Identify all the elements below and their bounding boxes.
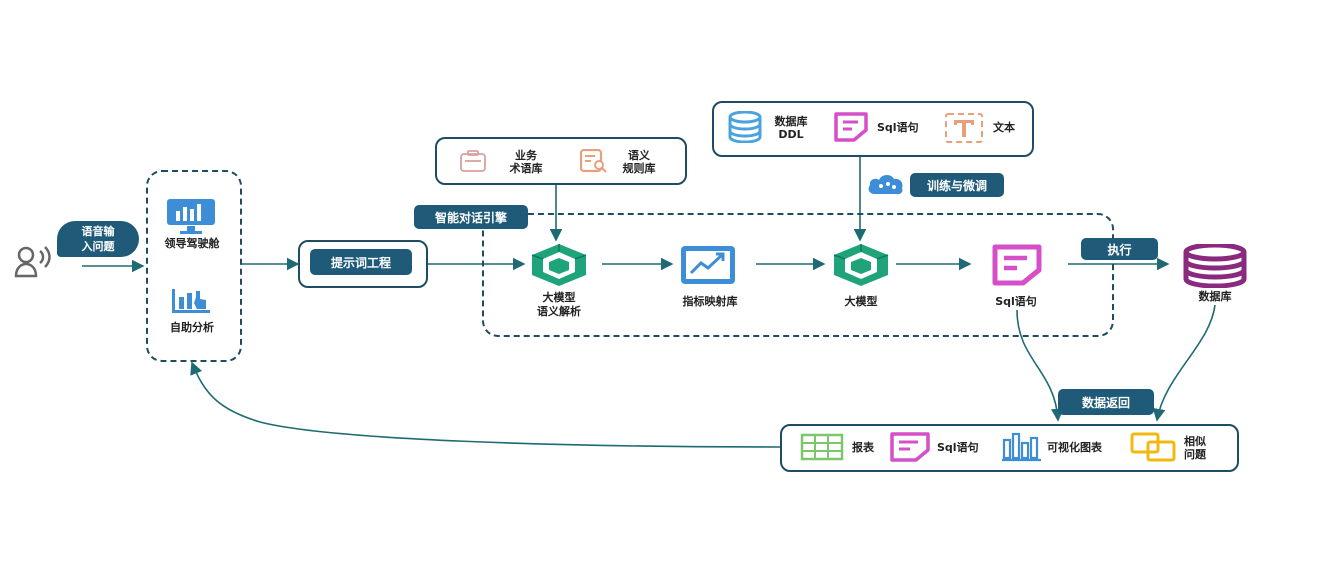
- business-terms-line2: 术语库: [509, 162, 543, 175]
- voice-bubble-line1: 语音输: [81, 225, 115, 238]
- voice-bubble: [57, 221, 139, 257]
- self-analysis-label: 自助分析: [170, 321, 214, 334]
- business-terms-line1: 业务: [515, 149, 537, 162]
- dashboard-monitor-icon[interactable]: [166, 198, 216, 236]
- database-ddl-line2: DDL: [778, 128, 804, 141]
- training-data-box: [712, 101, 1034, 157]
- output-sql-icon: [890, 432, 930, 462]
- output-report-label: 报表: [852, 441, 874, 454]
- viz-chart-icon: [1002, 432, 1041, 462]
- business-terms-icon: [460, 150, 486, 172]
- llm-parse-line2: 语义解析: [537, 305, 581, 318]
- cloud-training-icon: [868, 174, 903, 195]
- llm-parse-cube-icon: [531, 244, 587, 286]
- sql-doc-icon: [834, 112, 868, 142]
- similar-question-line1: 相似: [1184, 435, 1206, 448]
- self-analysis-icon[interactable]: [170, 287, 214, 315]
- text-icon: [945, 113, 983, 143]
- metric-mapping-label: 指标映射库: [682, 295, 738, 308]
- similar-question-line2: 问题: [1184, 448, 1206, 461]
- train-finetune-tag: 训练与微调: [910, 173, 1004, 197]
- voice-user-icon: [14, 246, 51, 278]
- output-viz-label: 可视化图表: [1047, 441, 1102, 454]
- llm-cube-icon: [833, 244, 889, 286]
- arrow-sql-to-output: [1016, 309, 1064, 422]
- database-label: 数据库: [1198, 290, 1232, 303]
- voice-bubble-line2: 入问题: [81, 240, 115, 253]
- semantic-rules-line1: 语义: [628, 149, 650, 162]
- report-table-icon: [800, 433, 844, 461]
- similar-question-icon: [1130, 432, 1176, 462]
- training-text-label: 文本: [993, 121, 1015, 134]
- prompt-engineering-label[interactable]: 提示词工程: [310, 249, 412, 275]
- database-ddl-line1: 数据库: [774, 115, 808, 128]
- arrow-output-to-panel: [190, 361, 781, 448]
- llm-label: 大模型: [844, 295, 878, 308]
- sql-statement-label: Sql语句: [995, 295, 1037, 308]
- dialog-engine-label: 智能对话引擎: [414, 205, 528, 229]
- left-panel: [146, 170, 242, 362]
- data-return-tag: 数据返回: [1058, 389, 1154, 415]
- llm-parse-line1: 大模型: [542, 291, 576, 304]
- semantic-rules-line2: 规则库: [622, 162, 656, 175]
- database-icon: [1183, 244, 1247, 288]
- metric-mapping-chart-icon: [681, 246, 735, 284]
- database-ddl-icon: [728, 111, 762, 143]
- arrow-db-to-output: [1152, 304, 1216, 422]
- output-sql-label: Sql语句: [937, 441, 979, 454]
- dialog-engine-region: [482, 213, 1114, 337]
- cockpit-label: 领导驾驶舱: [164, 237, 220, 250]
- execute-tag: 执行: [1081, 238, 1158, 260]
- training-sql-label: Sql语句: [877, 121, 919, 134]
- sql-statement-icon: [992, 244, 1042, 286]
- semantic-rules-icon: [580, 149, 607, 173]
